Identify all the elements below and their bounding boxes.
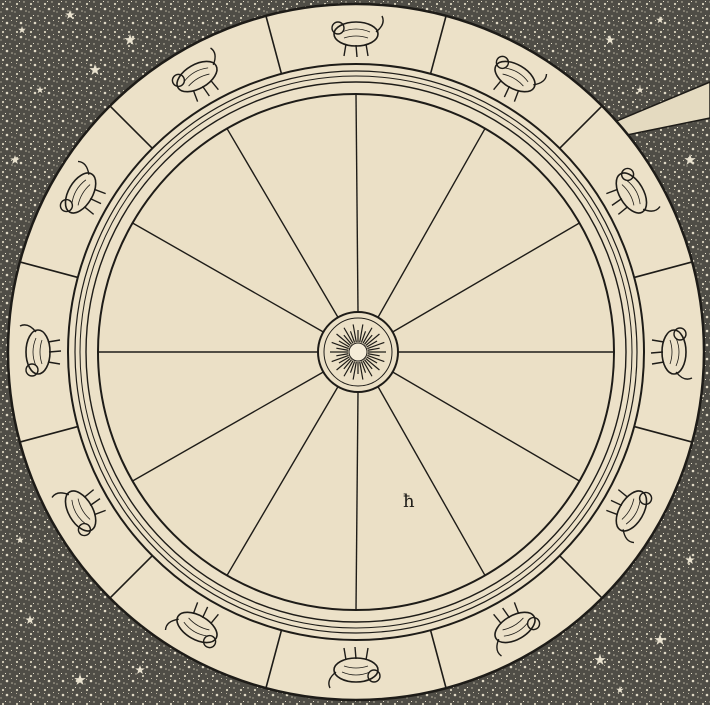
saturn-symbol: ħ [403, 491, 415, 512]
sun-core [349, 343, 367, 361]
